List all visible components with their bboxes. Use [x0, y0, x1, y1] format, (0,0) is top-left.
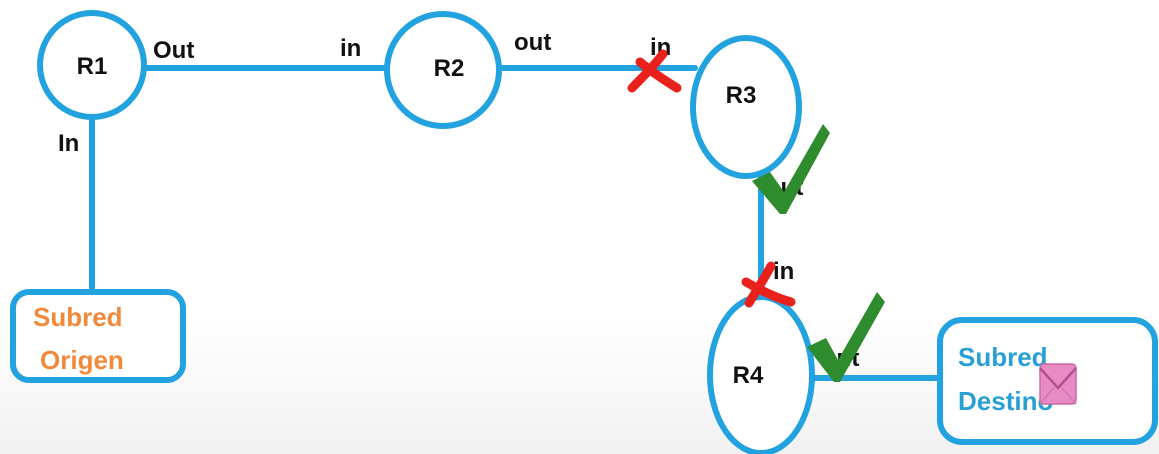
router-r2-label: R2 [434, 55, 465, 82]
port-r2-out-label: out [514, 29, 551, 56]
links [89, 65, 943, 381]
port-r4-in-label: in [773, 258, 794, 285]
router-r1-node [37, 10, 147, 120]
check-icon [807, 292, 885, 382]
cross-icon [741, 261, 796, 308]
subnet-origin-box [10, 289, 186, 383]
router-r4-node [707, 294, 815, 454]
port-r2-in-label: in [340, 35, 361, 62]
check-icon [752, 124, 830, 214]
router-r1-label: R1 [77, 53, 108, 80]
routers [37, 10, 815, 454]
subnet-destination-label-line2: Destino [958, 386, 1053, 416]
subnet-origin-label-line2: Origen [40, 345, 124, 375]
router-r3-node [690, 35, 802, 179]
router-r3-label: R3 [726, 82, 757, 109]
cross-icon [627, 49, 682, 93]
subnet-origin-label-line1: Subred [33, 302, 123, 332]
envelope-icon [1039, 363, 1077, 405]
router-r2-node [384, 11, 502, 129]
router-r4-label: R4 [733, 362, 764, 389]
port-r1-in-label: In [58, 130, 79, 157]
subnet-destination-label-line1: Subred [958, 342, 1048, 372]
port-r1-out-label: Out [153, 37, 194, 64]
